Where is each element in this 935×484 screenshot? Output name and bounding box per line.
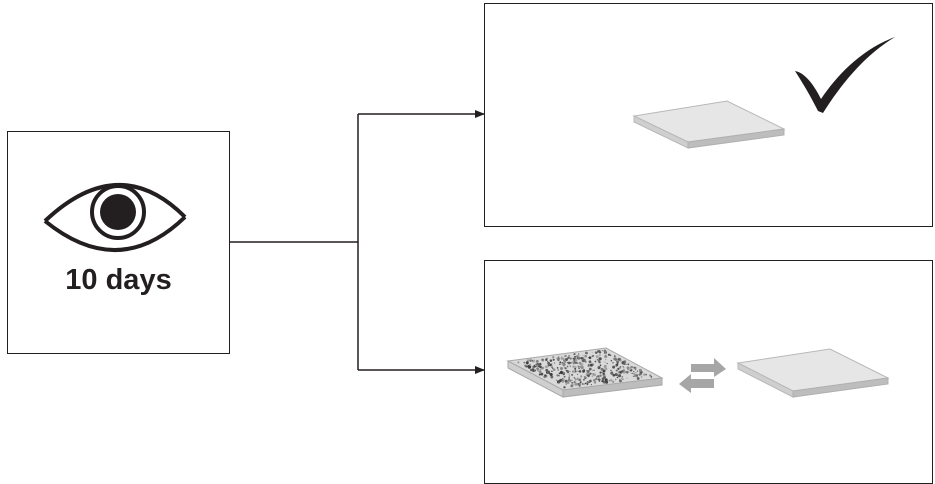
- eye-icon: [43, 182, 186, 252]
- clean-slab: [735, 347, 890, 398]
- observation-box: 10 days: [7, 131, 230, 354]
- outcome-clean-illustration: [631, 36, 895, 149]
- outcome-clean-box: [484, 3, 933, 227]
- duration-label: 10 days: [65, 264, 172, 296]
- checkmark-icon: [794, 36, 895, 113]
- outcome-contaminated-illustration: [505, 346, 890, 398]
- outcome-contaminated-box: [484, 260, 933, 484]
- contaminated-slab: [505, 346, 664, 398]
- exchange-arrows-icon: [678, 357, 726, 393]
- contamination-speckles: [516, 349, 652, 388]
- clean-slab: [631, 99, 786, 149]
